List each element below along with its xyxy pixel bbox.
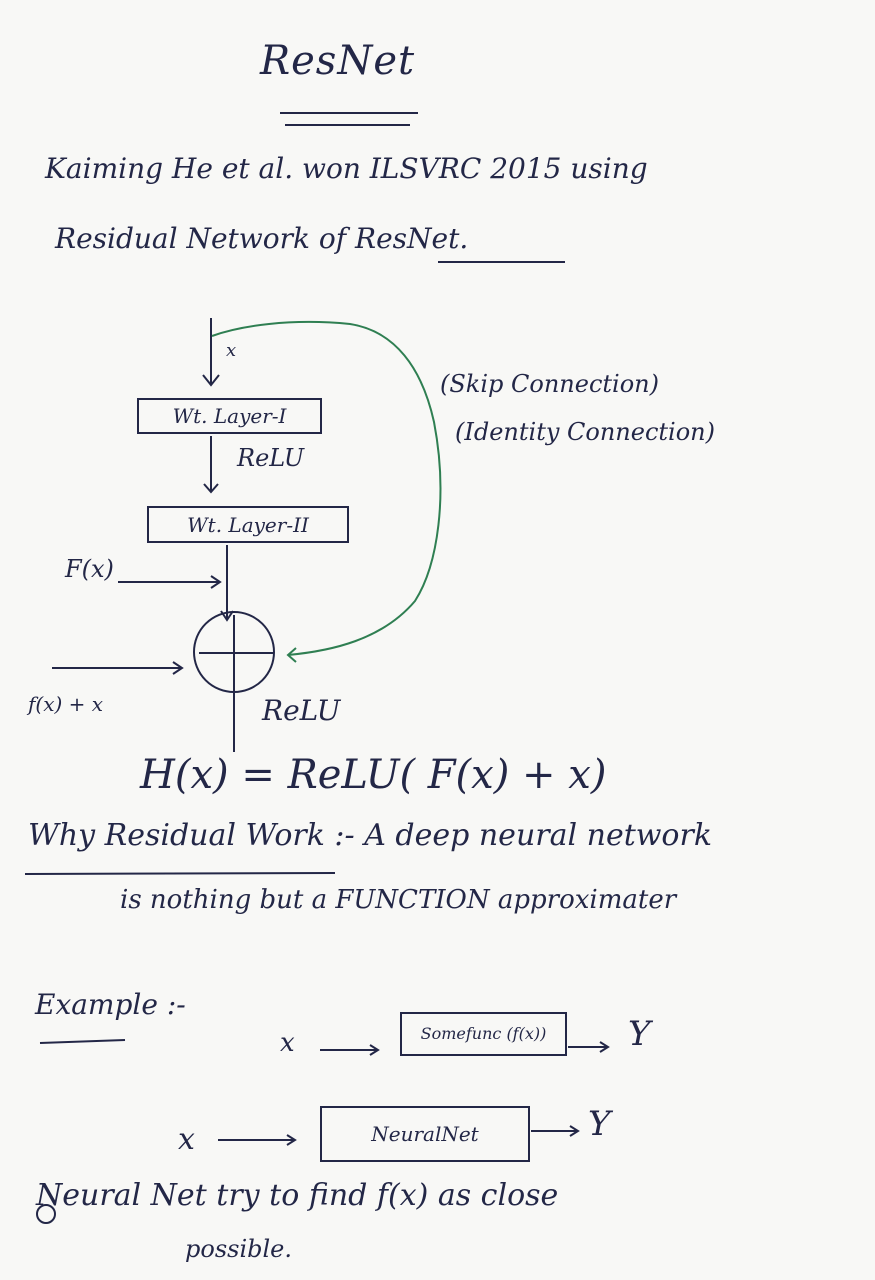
bullet-circle <box>36 1204 56 1224</box>
example-underline <box>39 1039 126 1044</box>
intro-line-1: Kaiming He et al. won ILSVRC 2015 using <box>45 152 648 185</box>
example-row-1-box: Somefunc (f(x)) <box>400 1012 567 1056</box>
relu-label-output: ReLU <box>262 694 341 727</box>
title-underlines <box>280 112 418 126</box>
intro-line-2: Residual Network of ResNet. <box>55 222 469 255</box>
note-line-1: Neural Net try to find f(x) as close <box>36 1178 559 1213</box>
example-row-1-arrows <box>320 1041 610 1056</box>
example-row-2-input: x <box>178 1122 195 1157</box>
identity-connection-label: (Identity Connection) <box>455 418 715 446</box>
note-line-2: possible. <box>185 1235 292 1263</box>
underline-why <box>24 872 336 875</box>
example-row-1-output: Y <box>628 1014 651 1054</box>
example-row-1-input: x <box>280 1028 295 1058</box>
example-row-2-output: Y <box>588 1104 611 1144</box>
example-heading: Example :- <box>35 988 186 1021</box>
weight-layer-2: Wt. Layer-II <box>147 506 349 543</box>
fx-arrow <box>118 545 234 622</box>
sum-arrow <box>52 661 184 675</box>
skip-connection-arrow <box>211 320 442 663</box>
skip-connection-label: (Skip Connection) <box>440 370 659 398</box>
why-line-2: is nothing but a FUNCTION approximater <box>120 885 677 915</box>
example-row-2-arrows <box>218 1125 580 1146</box>
weight-layer-1: Wt. Layer-I <box>137 398 322 434</box>
input-arrow <box>202 318 220 387</box>
page-title: ResNet <box>260 38 416 84</box>
addition-node <box>193 611 275 693</box>
sum-label: f(x) + x <box>28 692 104 716</box>
why-line-1: Why Residual Work :- A deep neural netwo… <box>28 818 713 853</box>
input-label: x <box>226 340 237 361</box>
relu-arrow <box>203 436 219 494</box>
relu-label-middle: ReLU <box>237 444 305 472</box>
example-row-2-box: NeuralNet <box>320 1106 530 1162</box>
residual-equation: H(x) = ReLU( F(x) + x) <box>140 752 607 798</box>
fx-label: F(x) <box>65 555 114 583</box>
